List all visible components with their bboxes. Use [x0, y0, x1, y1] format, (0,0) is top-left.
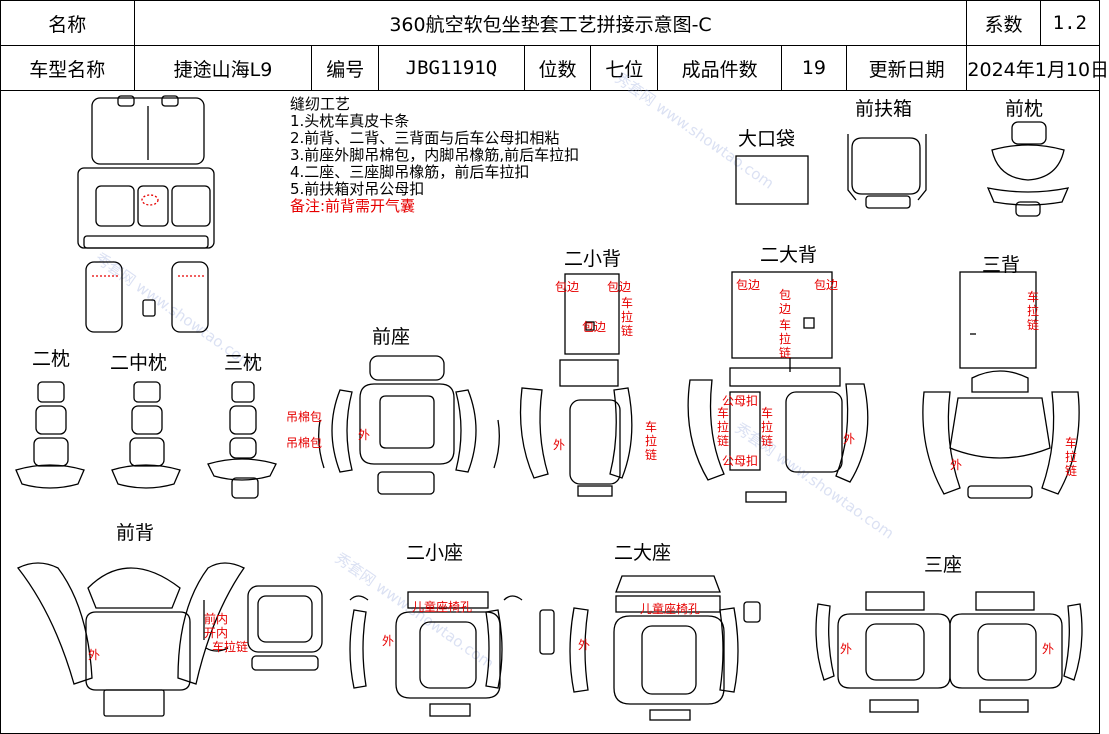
section-label-second-big-back: 二大背: [760, 244, 818, 266]
sewing-notes: 缝纫工艺 1.头枕车真皮卡条 2.前背、二背、三背面与后车公母扣相粘 3.前座外…: [290, 96, 579, 215]
update-value: 2024年1月10日: [966, 45, 1109, 91]
seats-value: 七位: [590, 45, 659, 91]
section-label-front-headrest: 前枕: [1005, 98, 1044, 120]
header-table: 名称 360航空软包坐垫套工艺拼接示意图-C 系数 1.2 车型名称 捷途山海L…: [0, 0, 1109, 91]
section-label-third-seat: 三座: [924, 554, 963, 576]
second-big-back-pattern: [687, 271, 869, 503]
sheet-title: 360航空软包坐垫套工艺拼接示意图-C: [133, 0, 968, 46]
name-label: 名称: [0, 0, 135, 46]
wrap-edge-note: 包边: [736, 278, 761, 292]
male-female-note: 公母扣: [722, 394, 759, 408]
section-label-second-small-seat: 二小座: [406, 542, 464, 564]
coef-value: 1.2: [1039, 0, 1101, 46]
cotton-bag-note: 吊棉包: [286, 410, 323, 424]
wrap-edge-note: 包边: [555, 280, 580, 294]
note-item: 4.二座、三座脚吊橡筋，前后车拉扣: [290, 163, 530, 181]
notes-heading: 缝纫工艺: [290, 95, 351, 113]
front-seat-pattern: [318, 355, 500, 495]
front-armrest-pattern: [847, 134, 927, 209]
note-remark: 备注:前背需开气囊: [290, 197, 416, 215]
zipper-note: 车拉链: [760, 406, 773, 448]
pieces-value: 19: [781, 45, 847, 91]
zipper-note: 车拉链: [1026, 290, 1039, 332]
second-headrest-pattern: [15, 381, 85, 489]
big-pocket-panel: [735, 155, 809, 205]
outer-note: 外: [578, 638, 591, 652]
front-headrest-pattern: [986, 121, 1070, 217]
code-label: 编号: [311, 45, 380, 91]
front-back-pattern: [16, 562, 323, 717]
front-inner-note: 前内: [204, 612, 229, 626]
wrap-edge-note: 包边: [814, 278, 839, 292]
section-label-front-seat: 前座: [372, 326, 411, 348]
wrap-edge-note: 包边: [607, 280, 632, 294]
pieces-label: 成品件数: [657, 45, 783, 91]
outer-note: 外: [843, 432, 856, 446]
section-label-third-headrest: 三枕: [224, 352, 263, 374]
zipper-note: 车拉链: [212, 640, 249, 654]
outer-note: 外: [950, 458, 963, 472]
outer-note: 外: [358, 428, 371, 442]
child-seat-hole-note: 儿童座椅孔: [640, 602, 701, 616]
section-label-big-pocket: 大口袋: [738, 128, 796, 150]
cotton-bag-note: 吊棉包: [286, 436, 323, 450]
zipper-note: 车拉链: [620, 296, 633, 338]
section-label-front-armrest: 前扶箱: [855, 98, 913, 120]
zipper-note: 车拉链: [778, 318, 791, 360]
outer-note: 外: [1042, 642, 1055, 656]
second-mid-headrest-pattern: [111, 381, 181, 489]
outer-note: 外: [88, 648, 101, 662]
open-inner-note: 开内: [204, 626, 229, 640]
third-seat-pattern: [815, 591, 1083, 713]
update-label: 更新日期: [845, 45, 968, 91]
seats-label: 位数: [523, 45, 592, 91]
male-female-note: 公母扣: [722, 454, 759, 468]
zipper-note: 车拉链: [644, 420, 657, 462]
third-headrest-pattern: [207, 381, 277, 499]
zipper-note: 车拉链: [716, 406, 729, 448]
code-value: JBG1191Q: [378, 45, 525, 91]
note-item: 3.前座外脚吊棉包，内脚吊橡筋,前后车拉扣: [290, 146, 580, 164]
second-small-seat-pattern: [349, 591, 523, 717]
model-value: 捷途山海L9: [133, 45, 313, 91]
third-back-pattern: [922, 271, 1080, 499]
section-label-third-back: 三背: [982, 254, 1021, 276]
section-label-second-small-back: 二小背: [564, 248, 622, 270]
zipper-note: 车拉链: [1064, 436, 1077, 478]
outer-note: 外: [840, 642, 853, 656]
section-label-front-back: 前背: [116, 522, 155, 544]
section-label-second-big-seat: 二大座: [614, 542, 672, 564]
second-small-back-pattern: [519, 273, 633, 497]
note-item: 5.前扶箱对吊公母扣: [290, 180, 425, 198]
section-label-second-headrest: 二枕: [32, 348, 71, 370]
outer-note: 外: [382, 634, 395, 648]
wrap-edge-note: 包边: [778, 288, 791, 316]
seat-overview: [77, 95, 215, 333]
second-big-seat-pattern: [539, 575, 761, 721]
note-item: 2.前背、二背、三背面与后车公母扣相粘: [290, 129, 560, 147]
note-item: 1.头枕车真皮卡条: [290, 112, 410, 130]
child-seat-hole-note: 儿童座椅孔: [412, 600, 473, 614]
wrap-edge-note: 包边: [582, 320, 607, 334]
section-label-second-mid-headrest: 二中枕: [110, 352, 168, 374]
outer-note: 外: [553, 438, 566, 452]
